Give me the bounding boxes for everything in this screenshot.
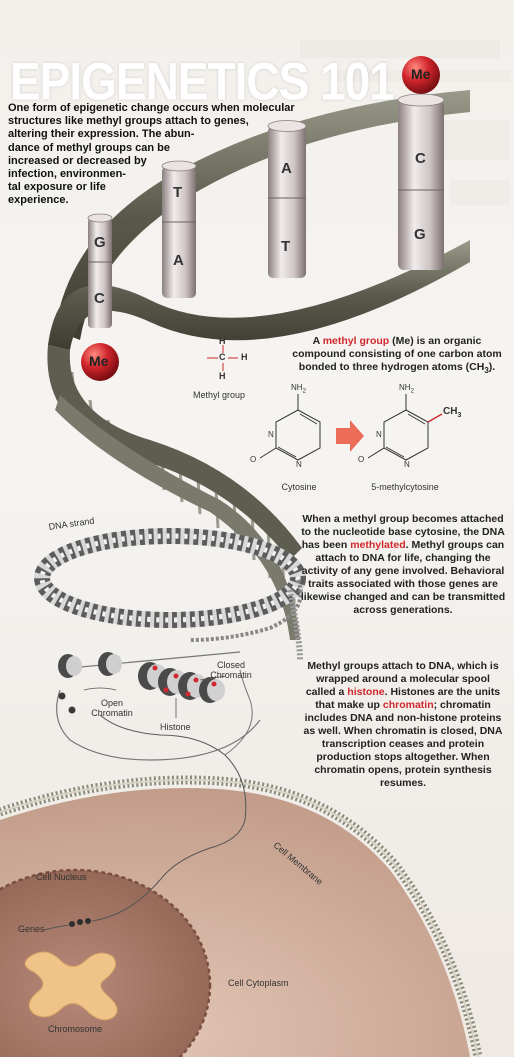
text-run: (Me) is an organic compound consisting o… xyxy=(292,335,502,373)
histone-paragraph: Methyl groups attach to DNA, which is wr… xyxy=(300,660,506,790)
atom-c: C xyxy=(219,352,226,362)
subscript: 3 xyxy=(457,412,462,419)
small-beads xyxy=(58,692,76,714)
cell-cytoplasm-label: Cell Cytoplasm xyxy=(228,978,289,988)
text-run: NH xyxy=(291,383,303,392)
chromosome-shape xyxy=(24,951,118,1021)
text-run: . Histones are the units that make up xyxy=(315,686,501,711)
methyl-label: Me xyxy=(89,353,109,369)
text-run: Methyl groups attach to DNA, which is wr… xyxy=(305,660,499,698)
base-letter: T xyxy=(281,238,291,255)
cytosine-ring xyxy=(259,394,321,461)
base-letter: C xyxy=(94,290,105,307)
text-run: NH xyxy=(399,383,411,392)
intro-line: experience. xyxy=(8,194,69,207)
atom-h: H xyxy=(241,352,248,362)
methylcytosine-label: 5-methylcytosine xyxy=(371,482,439,492)
dna-thread xyxy=(91,714,247,922)
open-chromatin-spools xyxy=(58,652,122,678)
methyl-definition: A methyl group (Me) is an organic compou… xyxy=(288,335,506,377)
methyl-group-structure xyxy=(207,345,238,371)
methylcytosine-ring xyxy=(367,394,429,461)
label-line: Closed xyxy=(216,660,245,670)
term-methyl-group: methyl group xyxy=(322,335,390,347)
text-run: ). xyxy=(488,361,496,373)
methyl-label: Me xyxy=(411,66,431,82)
methyl-ball-top xyxy=(402,56,440,94)
page-title: EPIGENETICS 101 xyxy=(10,51,395,111)
intro-line: One form of epigenetic change occurs whe… xyxy=(8,102,295,114)
intro-line: dance of methyl groups can be xyxy=(8,141,170,154)
base-letter: G xyxy=(414,226,426,243)
intro-line: altering their expression. The abun- xyxy=(8,128,195,141)
intro-line: structures like methyl groups attach to … xyxy=(8,115,249,128)
text-run: When a methyl group becomes attached to … xyxy=(301,513,505,551)
atom-n: N xyxy=(296,460,302,469)
dna-strand-coil xyxy=(34,528,306,661)
base-pair-2 xyxy=(161,160,197,298)
base-letter: A xyxy=(281,160,292,177)
atom-h: H xyxy=(219,371,226,381)
atom-o: O xyxy=(358,455,365,464)
text-run: CH xyxy=(443,406,458,417)
label-line: Chromatin xyxy=(210,670,252,680)
base-letter: C xyxy=(415,150,426,167)
atom-o: O xyxy=(250,455,257,464)
subscript: 2 xyxy=(410,388,414,395)
atom-n: N xyxy=(404,460,410,469)
term-histone: histone xyxy=(347,686,385,698)
atom-n: N xyxy=(376,430,382,439)
open-chromatin-label: Open Chromatin xyxy=(84,698,140,718)
cell-nucleus-label: Cell Nucleus xyxy=(36,872,87,882)
base-pair-1 xyxy=(87,213,113,328)
intro-line: tal exposure or life xyxy=(8,181,106,194)
base-letter: A xyxy=(173,252,184,269)
chromatin-fiber xyxy=(56,651,261,761)
closed-chromatin-spools xyxy=(138,662,225,703)
genes-label: Genes xyxy=(18,924,45,934)
chromosome-label: Chromosome xyxy=(48,1024,103,1034)
genes-beads xyxy=(43,918,91,931)
label-line: Chromatin xyxy=(91,708,133,718)
term-methylated: methylated xyxy=(350,539,406,551)
base-letter: G xyxy=(94,234,106,251)
atom-h: H xyxy=(219,336,226,346)
conversion-arrow xyxy=(336,420,364,452)
label-line: Open xyxy=(100,698,124,708)
text-run: . Methyl groups can attach to DNA for li… xyxy=(300,539,506,616)
methyl-group-label: Methyl group xyxy=(193,390,246,400)
atom-nh2: NH2 xyxy=(291,383,306,395)
subscript: 3 xyxy=(484,366,489,376)
base-pair-3 xyxy=(267,120,307,278)
cytosine-label: Cytosine xyxy=(281,482,317,492)
intro-line: infection, environmen- xyxy=(8,168,126,181)
intro-line: increased or decreased by xyxy=(8,154,147,167)
text-run: ; chromatin includes DNA and non-histone… xyxy=(303,699,503,789)
background-texture xyxy=(300,40,510,205)
atom-nh2: NH2 xyxy=(399,383,414,395)
text-run: A xyxy=(312,335,323,347)
methyl-ball-side xyxy=(81,343,119,381)
atom-n: N xyxy=(268,430,274,439)
intro-paragraph: One form of epigenetic change occurs whe… xyxy=(8,102,298,208)
subscript: 2 xyxy=(302,388,306,395)
base-pair-4 xyxy=(397,93,445,270)
base-letter: T xyxy=(173,184,183,201)
term-chromatin: chromatin xyxy=(382,699,434,711)
atom-ch3: CH3 xyxy=(443,406,461,419)
histone-label: Histone xyxy=(160,722,191,732)
base-pair-cylinders xyxy=(87,93,445,328)
methylation-paragraph: When a methyl group becomes attached to … xyxy=(300,513,506,617)
closed-chromatin-label: Closed Chromatin xyxy=(206,660,256,680)
cell xyxy=(0,775,483,1057)
